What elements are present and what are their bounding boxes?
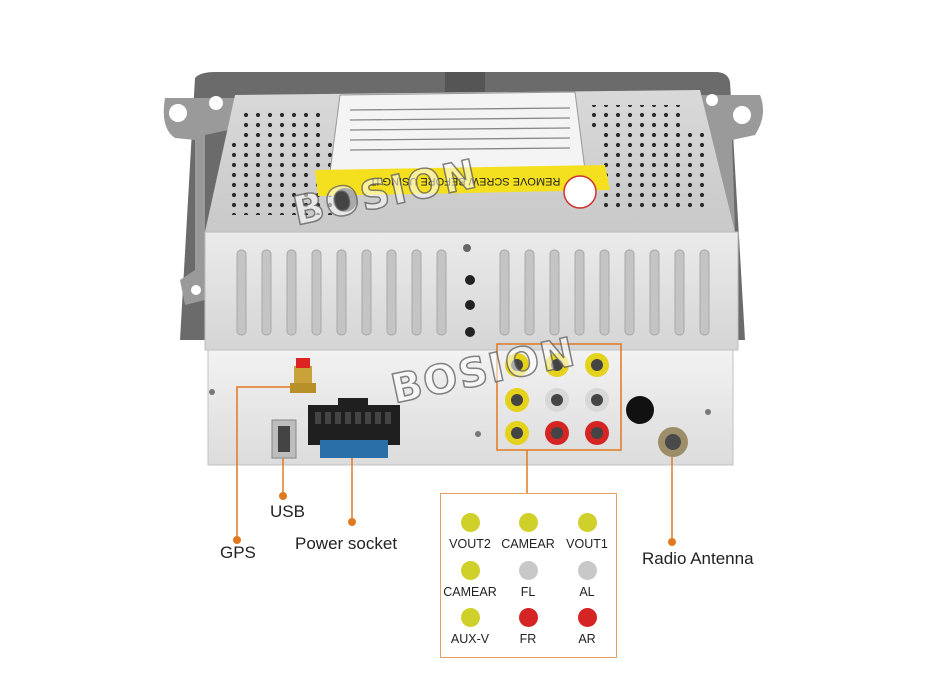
callout-gps: GPS [220,543,256,562]
rca-jack-fl [545,388,569,412]
rca-jack-ar [585,421,609,445]
gps-connector [290,358,316,393]
legend-item-al: AL [558,561,616,599]
rca-jack-block [496,343,622,451]
legend-dot [577,608,597,627]
legend-label: FL [520,585,536,599]
legend-label: FR [519,632,537,646]
callout-lines [236,386,673,540]
legend-label: AUX-V [450,632,490,646]
legend-dot [518,513,538,532]
legend-item-vout1: VOUT1 [558,513,616,551]
rca-jack-aux-v [505,421,529,445]
legend-item-fr: FR [499,608,557,646]
legend-item-fl: FL [499,561,557,599]
radio-antenna-connector [658,427,688,457]
legend-dot [577,561,597,580]
rca-jack-vout1 [585,353,609,377]
legend-label: VOUT2 [449,537,491,551]
rca-jack-vout2 [505,353,529,377]
rca-legend: VOUT2 CAMEAR VOUT1 CAMEAR FL AL AUX-V FR… [440,493,617,658]
legend-label: CAMEAR [443,585,497,599]
legend-dot [460,608,480,627]
mounting-bracket-left [163,96,238,305]
callout-power-socket: Power socket [295,534,398,553]
legend-dot [460,513,480,532]
legend-item-camear-2: CAMEAR [441,561,499,599]
legend-item-aux-v: AUX-V [441,608,499,646]
top-cover: REMOVE SCREW BEFORE USING IT [205,90,735,232]
legend-item-vout2: VOUT2 [441,513,499,551]
legend-dot [460,561,480,580]
heatsink-panel [204,231,739,351]
usb-port [271,419,297,459]
rca-jack-camear [545,353,569,377]
legend-dot [518,561,538,580]
rca-jack-al [585,388,609,412]
legend-item-camear: CAMEAR [499,513,557,551]
legend-label: AR [578,632,596,646]
power-socket [308,398,400,458]
callout-usb: USB [270,502,305,521]
rca-jack-camear-2 [505,388,529,412]
legend-label: CAMEAR [501,537,555,551]
callout-dots [233,492,676,546]
legend-label: AL [579,585,595,599]
legend-label: VOUT1 [566,537,608,551]
callout-radio-antenna: Radio Antenna [642,549,754,568]
legend-dot [518,608,538,627]
grommet [626,396,654,424]
sticker-text: REMOVE SCREW BEFORE USING IT [369,175,560,187]
legend-item-ar: AR [558,608,616,646]
legend-dot [577,513,597,532]
rca-jack-fr [545,421,569,445]
